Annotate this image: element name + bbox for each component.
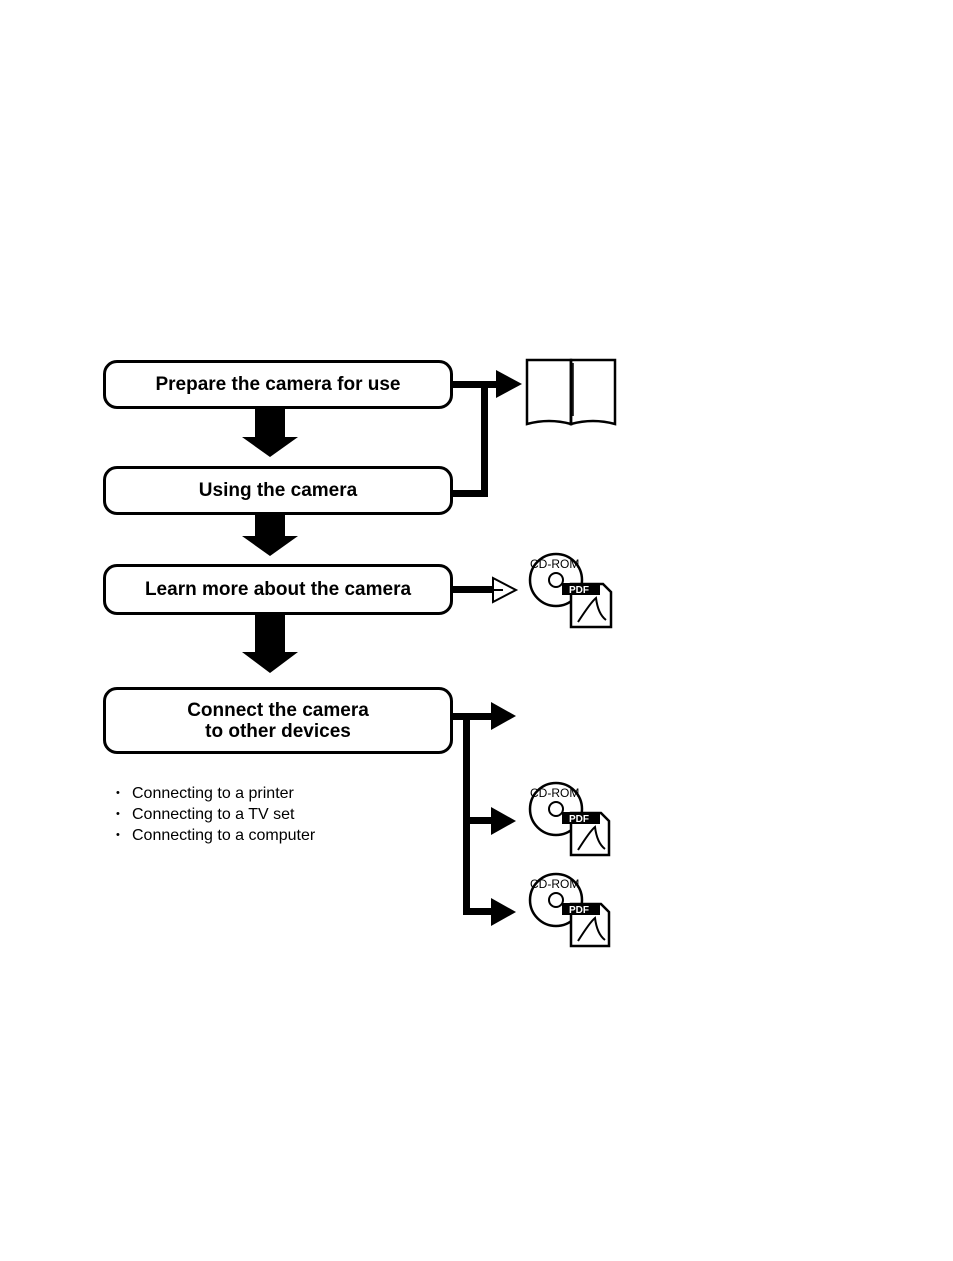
cd-rom-pdf-icon-2: CD-ROM PDF (530, 783, 609, 855)
step-prepare-camera: Prepare the camera for use (103, 360, 453, 409)
connector-to-manual (453, 370, 522, 497)
cd-rom-pdf-icon-3: CD-ROM PDF (530, 874, 609, 946)
cd-rom-pdf-icon-1: CD-ROM PDF (530, 554, 611, 627)
down-arrow-1 (242, 409, 298, 457)
svg-text:PDF: PDF (569, 905, 589, 916)
connector-branches (453, 702, 516, 926)
svg-text:PDF: PDF (569, 585, 589, 596)
down-arrow-3 (242, 615, 298, 673)
step-learn-more: Learn more about the camera (103, 564, 453, 615)
svg-text:CD-ROM: CD-ROM (530, 877, 579, 891)
list-item: Connecting to a printer (116, 783, 315, 804)
step-learn-label: Learn more about the camera (145, 579, 411, 600)
step-connect-devices: Connect the camera to other devices (103, 687, 453, 754)
step-connect-label-line1: Connect the camera (187, 700, 369, 721)
svg-text:CD-ROM: CD-ROM (530, 557, 579, 571)
step-connect-label-line2: to other devices (205, 721, 351, 742)
svg-text:CD-ROM: CD-ROM (530, 786, 579, 800)
down-arrow-2 (242, 515, 298, 556)
list-item: Connecting to a computer (116, 825, 315, 846)
connector-to-cdrom (453, 578, 516, 602)
connect-items-list: Connecting to a printer Connecting to a … (116, 783, 315, 846)
step-using-camera: Using the camera (103, 466, 453, 515)
step-prepare-label: Prepare the camera for use (155, 374, 400, 395)
step-using-label: Using the camera (199, 480, 357, 501)
list-item: Connecting to a TV set (116, 804, 315, 825)
svg-text:PDF: PDF (569, 814, 589, 825)
manual-book-icon (527, 360, 615, 424)
